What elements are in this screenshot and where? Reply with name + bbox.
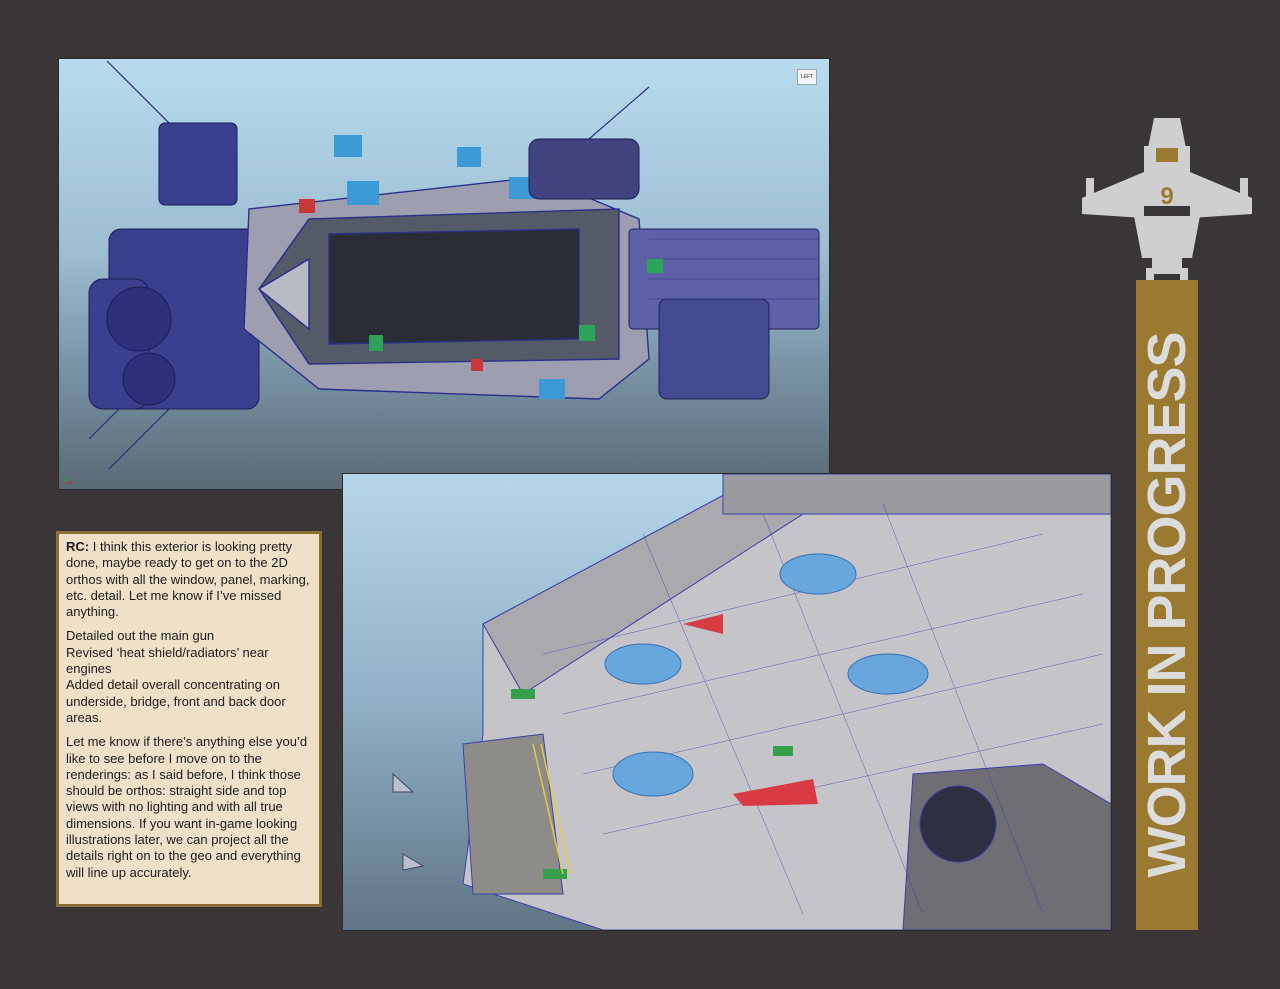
work-in-progress-banner: WORK IN PROGRESS xyxy=(1136,280,1198,930)
view-cube-label[interactable]: LEFT xyxy=(797,69,817,85)
change-item: Detailed out the main gun xyxy=(66,628,215,644)
note-author: RC: xyxy=(66,539,90,554)
banner-text: WORK IN PROGRESS xyxy=(1137,332,1197,878)
note-intro: RC: I think this exterior is looking pre… xyxy=(66,539,312,620)
ship-wireframe-top-render xyxy=(88,60,820,470)
note-changes: Detailed out the main gun Revised ‘heat … xyxy=(66,628,312,726)
top-viewport[interactable]: LEFT xyxy=(58,58,830,490)
note-closing: Let me know if there’s anything else you… xyxy=(66,734,308,880)
feedback-note: RC: I think this exterior is looking pre… xyxy=(56,531,322,907)
ship-silhouette-icon: 9 xyxy=(1082,118,1252,296)
axis-gizmo-icon xyxy=(64,476,72,484)
ship-wireframe-closeup-render xyxy=(392,474,1111,930)
ship-number: 9 xyxy=(1160,183,1173,210)
note-intro-text: I think this exterior is looking pretty … xyxy=(66,539,310,620)
change-item: Added detail overall concentrating on un… xyxy=(66,677,286,725)
change-item: Revised ‘heat shield/radiators’ near eng… xyxy=(66,644,269,677)
bottom-viewport[interactable] xyxy=(342,473,1112,931)
